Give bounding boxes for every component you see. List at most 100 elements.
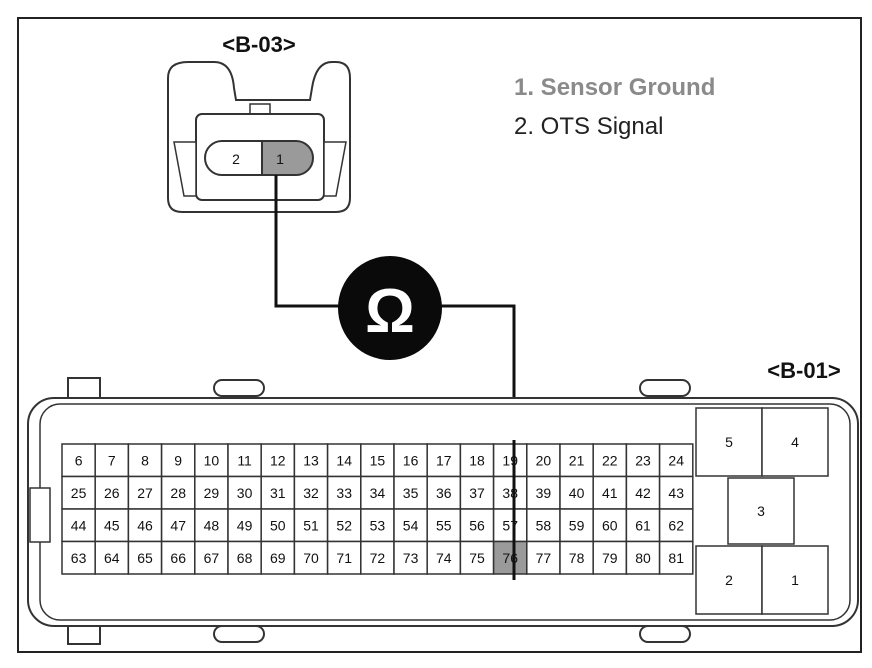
connector-b01-key [29,487,51,543]
connector-b03-pin-2 [204,140,263,176]
ecu-pin-cell-37 [459,475,495,510]
ecu-pin-cell-73 [393,540,428,575]
connector-b01-lug-bottom-right [639,625,691,643]
ecu-pin-label-65: 65 [137,550,153,566]
ecu-pin-label-22: 22 [602,452,618,468]
ecu-pin-label-72: 72 [370,550,386,566]
ecu-pin-cell-58 [526,508,561,543]
ecu-pin-label-11: 11 [237,452,252,468]
ecu-pin-label-37: 37 [469,485,485,501]
ecu-pin-label-78: 78 [569,550,585,566]
ecu-pin-label-73: 73 [403,550,419,566]
ecu-pin-label-19: 19 [502,452,518,468]
ecu-pin-label-46: 46 [137,517,153,533]
ohmmeter-symbol: Ω [365,277,415,346]
ecu-pin-cell-24 [658,443,694,478]
ecu-pin-label-49: 49 [237,517,253,533]
connector-b01-lug-bottom-mid [213,625,265,643]
ecu-pin-label-18: 18 [469,452,485,468]
connector-b03: <B-03> 2 1 [167,32,351,213]
ecu-pin-label-45: 45 [104,517,120,533]
ecu-power-pin-label-2: 2 [725,572,733,588]
ecu-pin-label-77: 77 [536,550,552,566]
ecu-pin-cell-53 [360,508,395,543]
ecu-pin-label-10: 10 [204,452,220,468]
ecu-pin-cell-67 [194,540,229,575]
ecu-pin-label-75: 75 [469,550,485,566]
ecu-pin-cell-68 [227,540,262,575]
ecu-pin-cell-71 [326,540,362,575]
ecu-pin-label-28: 28 [170,485,186,501]
ecu-pin-label-68: 68 [237,550,253,566]
ecu-pin-label-36: 36 [436,485,452,501]
ecu-pin-label-71: 71 [336,550,352,566]
ecu-pin-label-25: 25 [71,485,87,501]
ecu-pin-label-51: 51 [303,517,319,533]
ecu-pin-label-58: 58 [536,517,552,533]
ecu-pin-cell-7 [94,443,130,478]
ecu-pin-label-24: 24 [668,452,684,468]
ecu-pin-label-70: 70 [303,550,319,566]
ecu-power-pin-3 [727,477,795,545]
connector-b03-side-tab-right [323,141,347,197]
wire-b03-to-meter [274,175,340,308]
connector-b01-lug-top-right [639,379,691,397]
ecu-pin-cell-23 [625,443,661,478]
connector-b03-pin-1 [261,140,314,176]
ecu-pin-label-40: 40 [569,485,585,501]
ecu-pin-label-17: 17 [436,452,452,468]
ecu-pin-cell-80 [625,540,661,575]
ecu-pin-cell-75 [459,540,495,575]
ecu-pin-label-43: 43 [668,485,684,501]
ecu-pin-label-32: 32 [303,485,319,501]
connector-b01-lug-top-mid [213,379,265,397]
ecu-pin-cell-81 [658,540,694,575]
ecu-pin-label-56: 56 [469,517,485,533]
ecu-pin-cell-33 [326,475,362,510]
ecu-pin-label-57: 57 [502,517,518,533]
ecu-power-pin-label-5: 5 [725,434,733,450]
ecu-pin-label-74: 74 [436,550,452,566]
legend-item-ots-signal: 2. OTS Signal [514,113,663,140]
ecu-pin-label-66: 66 [170,550,186,566]
ecu-pin-label-39: 39 [536,485,552,501]
ecu-pin-label-50: 50 [270,517,286,533]
ecu-pin-label-15: 15 [370,452,386,468]
ecu-pin-cell-15 [360,443,395,478]
ecu-pin-label-13: 13 [303,452,319,468]
ecu-pin-label-26: 26 [104,485,120,501]
ecu-pin-label-42: 42 [635,485,651,501]
ecu-pin-label-79: 79 [602,550,618,566]
ecu-pin-label-80: 80 [635,550,651,566]
ecu-pin-label-62: 62 [668,517,684,533]
ecu-power-pin-label-4: 4 [791,434,799,450]
ecu-pin-cell-66 [160,540,196,575]
ecu-pin-label-8: 8 [141,452,149,468]
ecu-pin-cell-63 [61,540,96,575]
ecu-pin-label-27: 27 [137,485,153,501]
ecu-pin-label-14: 14 [336,452,352,468]
ecu-pin-label-60: 60 [602,517,618,533]
ecu-pin-cell-49 [227,508,262,543]
ecu-pin-cell-6 [61,443,96,478]
ecu-pin-cell-50 [260,508,296,543]
ecu-pin-label-69: 69 [270,550,286,566]
ecu-pin-cell-47 [160,508,196,543]
ecu-pin-label-54: 54 [403,517,419,533]
ecu-pin-label-33: 33 [336,485,352,501]
ecu-pin-label-16: 16 [403,452,419,468]
ecu-pin-label-76: 76 [502,550,518,566]
connector-b01-label: <B-01> [767,358,840,383]
ecu-pin-label-21: 21 [569,452,585,468]
ecu-pin-cell-31 [260,475,296,510]
ecu-pin-label-53: 53 [370,517,386,533]
ecu-power-pin-label-1: 1 [791,572,799,588]
ecu-pin-label-20: 20 [536,452,552,468]
ecu-pin-cell-44 [61,508,96,543]
connector-b03-label: <B-03> [222,32,295,57]
ecu-pin-label-81: 81 [668,550,684,566]
ecu-pin-cell-14 [326,443,362,478]
